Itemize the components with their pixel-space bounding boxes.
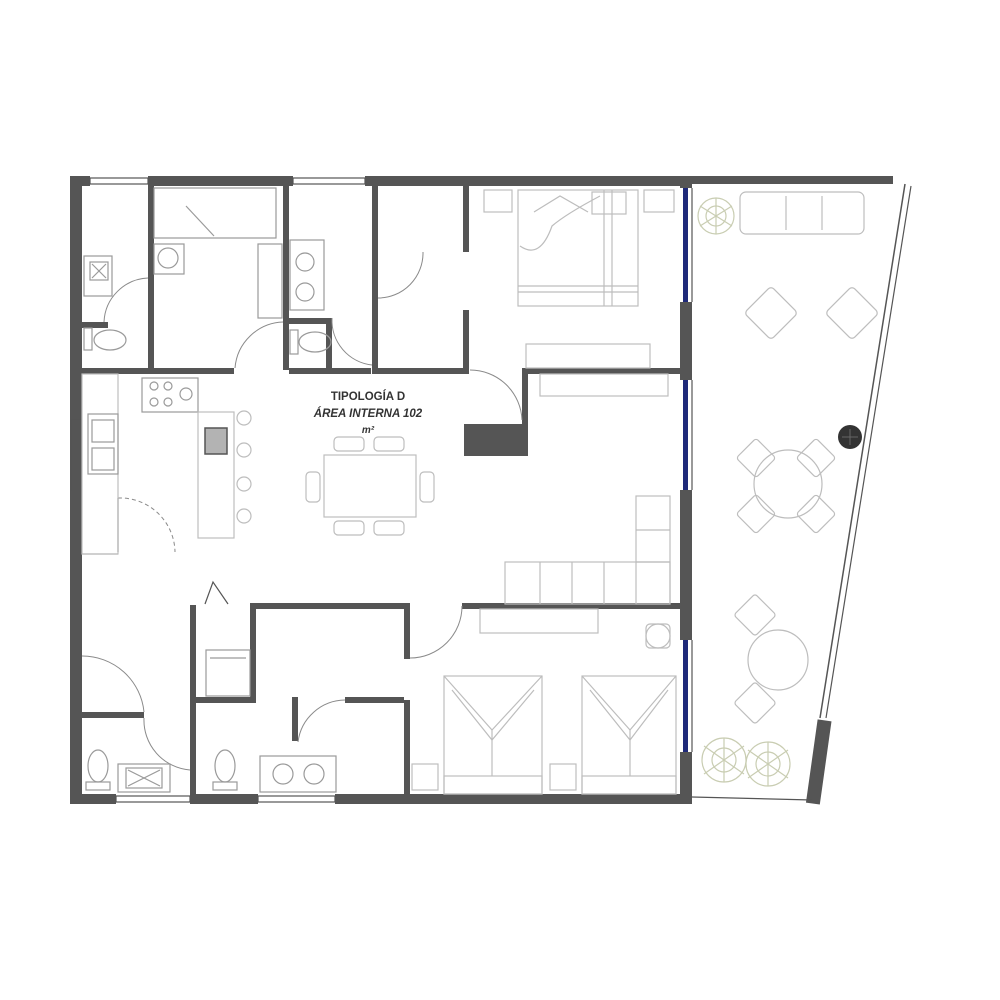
interior-walls (82, 186, 680, 795)
wc-icon (289, 329, 332, 355)
bed-icon (411, 608, 677, 795)
kitchen (81, 373, 252, 555)
sink-icon (83, 255, 113, 297)
stove-icon (141, 377, 199, 413)
armchair-icon (745, 287, 878, 339)
bathroom-fixtures (83, 187, 337, 793)
glazing (683, 188, 693, 752)
sofa-icon (504, 373, 671, 605)
plan-area-unit: m² (361, 425, 375, 436)
dining-table-icon (305, 436, 435, 536)
sink-icon (289, 239, 325, 311)
wc-icon (83, 327, 127, 351)
sink-icon (259, 755, 337, 793)
sofa-icon (739, 191, 865, 235)
bed-icon (483, 189, 675, 369)
plan-area: ÁREA INTERNA 102 (313, 408, 423, 420)
sink-icon (117, 763, 171, 793)
plan-title: TIPOLOGÍA D (330, 391, 406, 403)
wc-icon (85, 749, 111, 791)
dining-table-icon (734, 438, 836, 724)
wc-icon (212, 749, 238, 791)
terrace (691, 183, 912, 805)
plant-icon (697, 197, 791, 787)
windows (71, 177, 366, 803)
